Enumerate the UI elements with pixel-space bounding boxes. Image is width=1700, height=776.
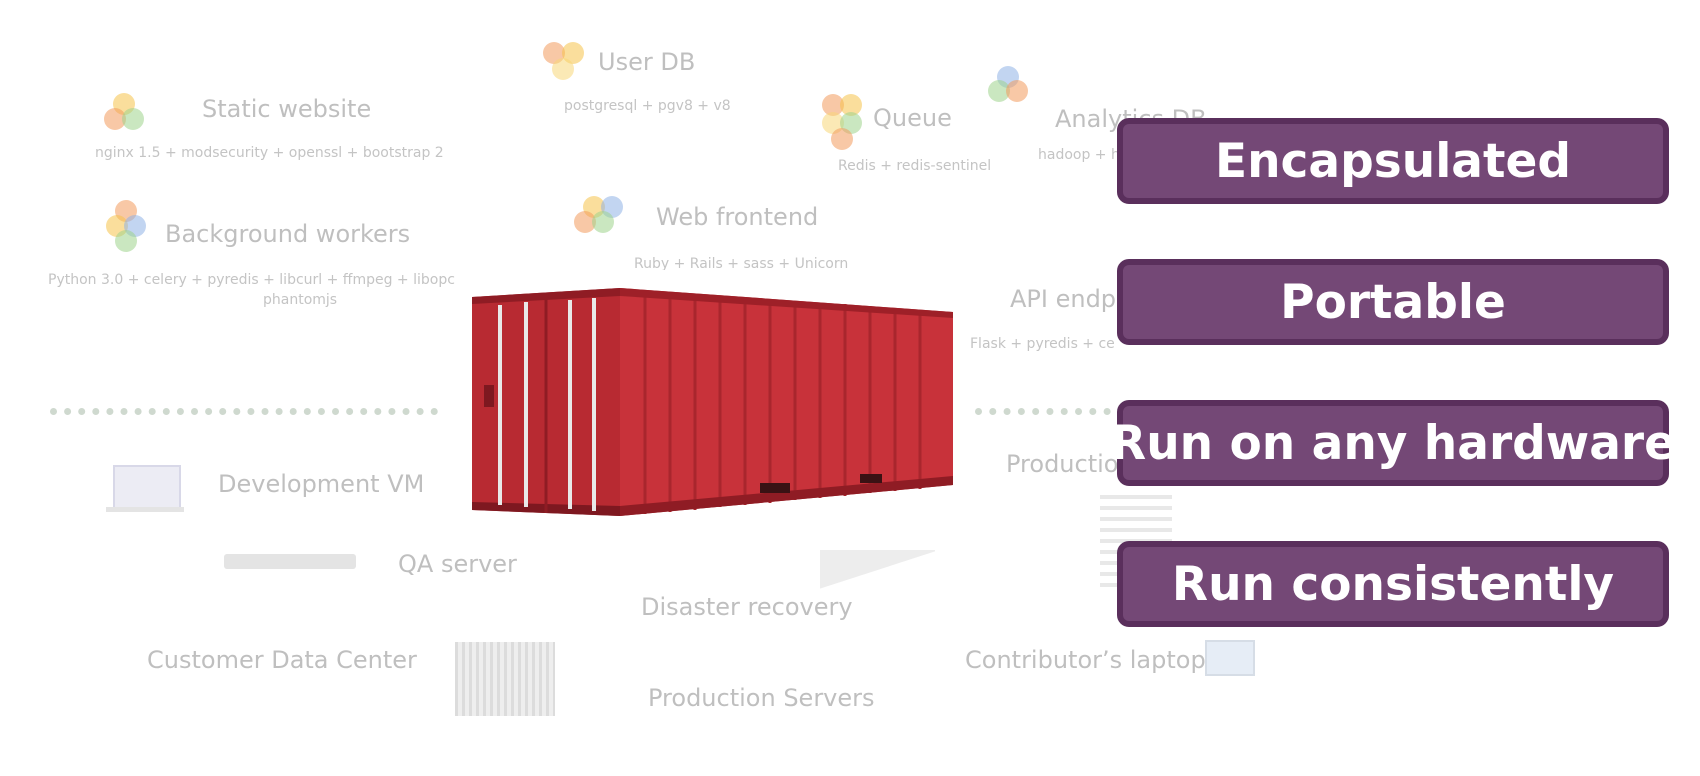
benefit-run-consistently-label: Run consistently: [1171, 556, 1615, 612]
benefit-encapsulated-label: Encapsulated: [1214, 133, 1572, 189]
separator-left: [50, 408, 438, 415]
static-website-title: Static website: [202, 95, 372, 123]
background-workers-sub-line2: phantomjs: [263, 292, 338, 308]
laptop-icon: [113, 465, 181, 509]
web-frontend-title: Web frontend: [656, 203, 819, 231]
queue-sub: Redis + redis-sentinel: [838, 158, 992, 174]
rack-server-icon: [224, 554, 356, 569]
analytics-db-sub: hadoop + h: [1038, 147, 1120, 163]
customer-data-center-label: Customer Data Center: [147, 646, 417, 674]
development-vm-label: Development VM: [218, 470, 425, 498]
benefit-portable: Portable: [1117, 259, 1669, 345]
background-workers-title: Background workers: [165, 220, 411, 248]
user-db-title: User DB: [598, 48, 696, 76]
api-endpoint-sub: Flask + pyredis + ce: [970, 336, 1115, 352]
benefit-run-on-any-hardware: Run on any hardware: [1110, 400, 1676, 486]
benefit-portable-label: Portable: [1280, 274, 1506, 330]
monitor-icon: [1205, 640, 1255, 676]
benefit-run-on-any-hardware-label: Run on any hardware: [1110, 415, 1676, 471]
web-frontend-sub: Ruby + Rails + sass + Unicorn: [634, 256, 849, 272]
contributors-laptop-label: Contributor’s laptop: [965, 646, 1206, 674]
laptop-base: [106, 507, 184, 512]
datacenter-rack-icon: [455, 642, 555, 716]
disaster-recovery-label: Disaster recovery: [641, 593, 853, 621]
queue-title: Queue: [873, 104, 952, 132]
benefit-run-consistently: Run consistently: [1117, 541, 1669, 627]
user-db-sub: postgresql + pgv8 + v8: [564, 98, 731, 114]
benefit-encapsulated: Encapsulated: [1117, 118, 1669, 204]
static-website-sub: nginx 1.5 + modsecurity + openssl + boot…: [95, 145, 444, 161]
background-workers-sub: Python 3.0 + celery + pyredis + libcurl …: [48, 272, 455, 288]
api-endpoint-title: API endp: [1010, 285, 1117, 313]
shipping-container-image: [460, 270, 970, 550]
production-label: Production: [1006, 450, 1134, 478]
qa-server-label: QA server: [398, 550, 517, 578]
production-servers-label: Production Servers: [648, 684, 875, 712]
separator-right: [975, 408, 1125, 415]
